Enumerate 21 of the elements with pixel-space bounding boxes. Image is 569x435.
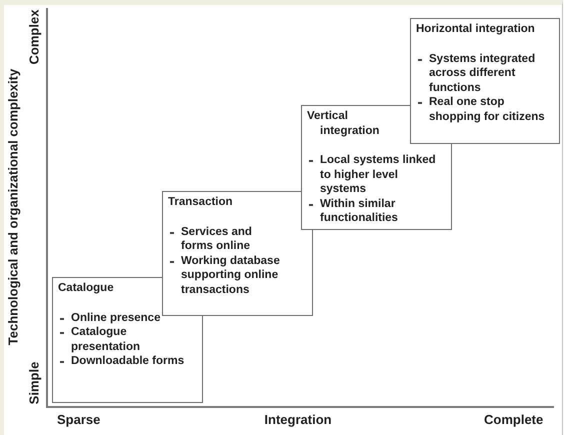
box-heading: Transaction [168, 195, 233, 210]
bullet-text: Systems integrated across different functions [429, 52, 536, 95]
axis-label: Sparse [57, 412, 100, 427]
bullet-text: Working database supporting online transactions [181, 254, 281, 297]
bullet-text: Online presence [71, 310, 160, 325]
bullet-text: Local systems linked to higher level systems [320, 153, 437, 196]
axis-label: Technological and organizational complexity [6, 68, 20, 346]
axis-label: Complete [484, 412, 544, 427]
box-heading: Horizontal integration [416, 22, 535, 36]
axis-label: Integration [264, 412, 332, 427]
bullet-text: Downloadable forms [71, 354, 184, 368]
bullet-text: Within similar functionalities [320, 196, 399, 226]
bullet-text: Catalogue presentation [71, 325, 142, 354]
bullet-text: Services and forms online [181, 224, 253, 254]
box-heading: Vertical integration [307, 109, 380, 138]
axis-label: Simple [26, 362, 42, 404]
axis-label: Complex [26, 10, 42, 64]
box-heading: Catalogue [58, 281, 114, 296]
bullet-text: Real one stop shopping for citizens [429, 95, 546, 124]
stage-box [162, 191, 313, 316]
stage-box [410, 18, 560, 144]
